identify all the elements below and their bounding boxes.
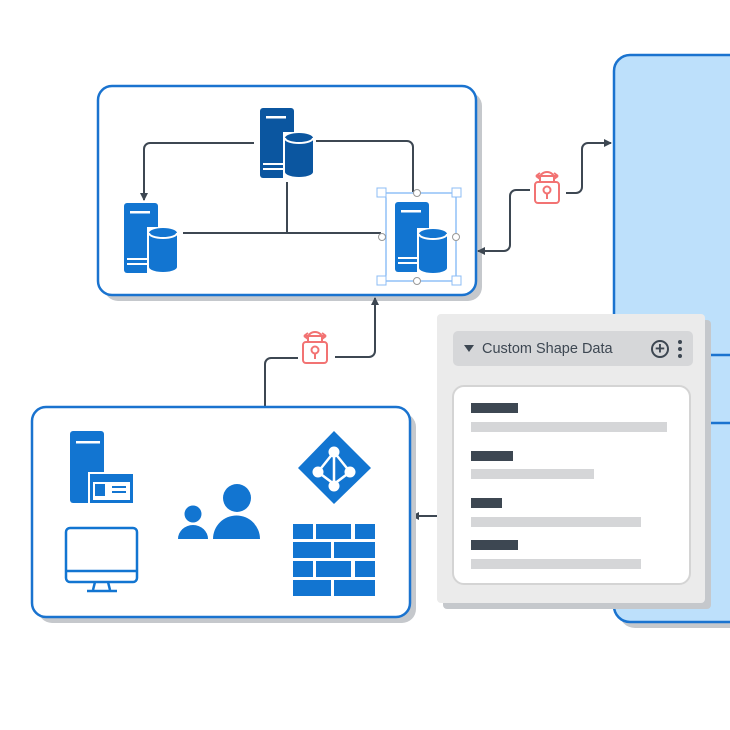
users-icon	[178, 484, 260, 539]
web-server-icon	[70, 431, 135, 505]
lock-icon[interactable]	[302, 331, 328, 364]
field-label-placeholder	[471, 451, 513, 461]
field-label-placeholder	[471, 403, 518, 413]
shape-data-card	[452, 385, 691, 585]
more-vertical-icon[interactable]	[675, 339, 685, 358]
selection-handles[interactable]	[376, 187, 462, 286]
field-value-placeholder[interactable]	[471, 559, 641, 569]
monitor-icon	[64, 526, 139, 593]
field-value-placeholder[interactable]	[471, 517, 641, 527]
field-value-placeholder[interactable]	[471, 422, 667, 432]
lock-icon[interactable]	[534, 171, 560, 204]
field-label-placeholder	[471, 498, 502, 508]
panel-header[interactable]: Custom Shape Data +	[453, 331, 693, 366]
field-label-placeholder	[471, 540, 518, 550]
plus-circle-icon[interactable]: +	[651, 339, 669, 358]
active-directory-icon	[298, 431, 371, 504]
firewall-icon	[293, 524, 375, 596]
triangle-down-icon[interactable]	[464, 345, 474, 352]
panel-title: Custom Shape Data	[482, 340, 613, 357]
connectors	[140, 139, 612, 520]
custom-shape-data-panel: Custom Shape Data +	[437, 314, 705, 603]
field-value-placeholder[interactable]	[471, 469, 594, 479]
